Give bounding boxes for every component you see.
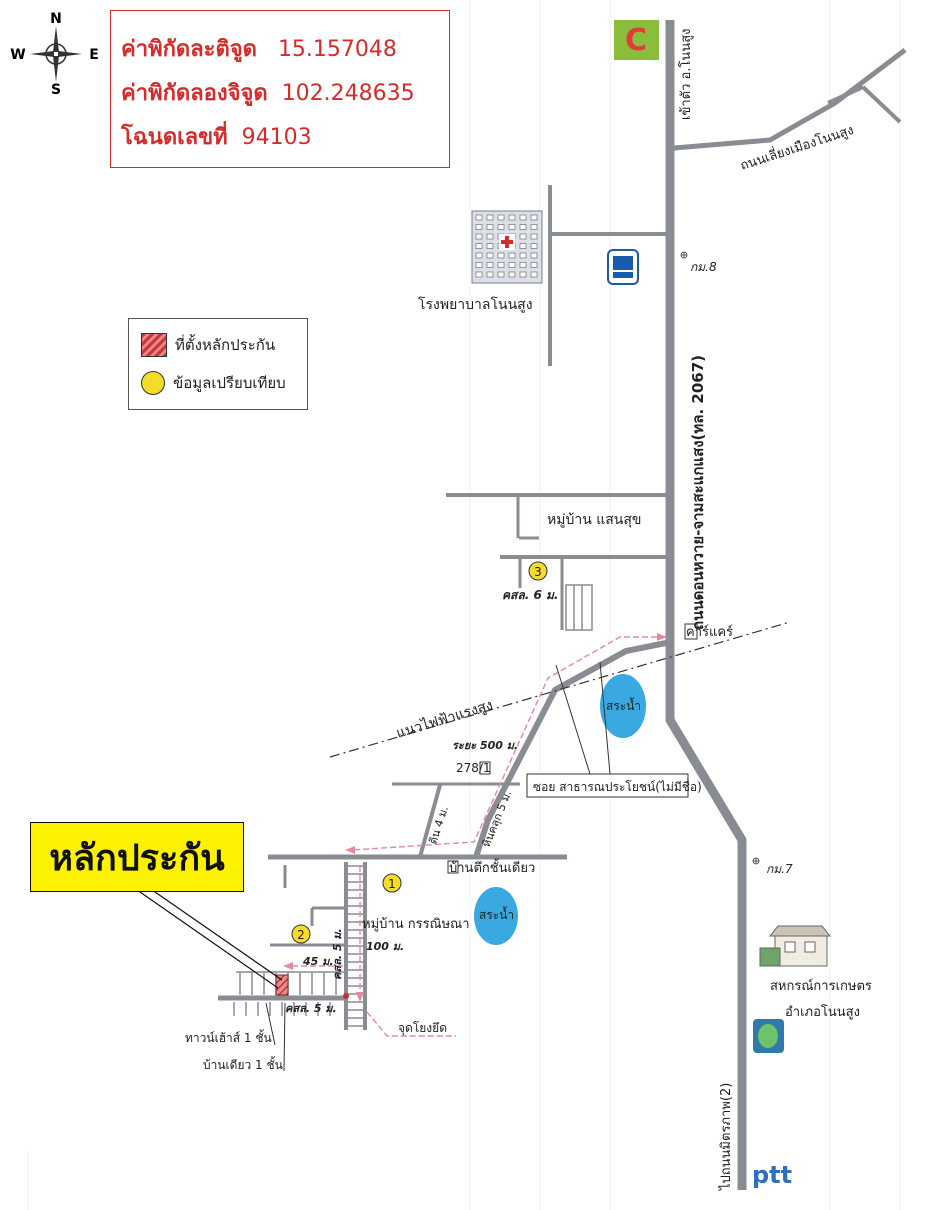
road-5m-vertical-label: คสล. 5 ม.: [331, 928, 344, 980]
latitude-label: ค่าพิกัดละติจูด: [121, 37, 257, 62]
comparable-3-number: 3: [534, 565, 542, 579]
deed-label: โฉนดเลขที่: [121, 125, 228, 150]
legend-collateral-label: ที่ตั้งหลักประกัน: [175, 336, 276, 354]
soi-label-box: [526, 661, 689, 798]
compass-n: N: [50, 11, 62, 27]
road-6m-label: คสล. 6 ม.: [502, 588, 558, 602]
coop-label-1: สหกรณ์การเกษตร: [770, 978, 872, 994]
route-arrows: [288, 636, 666, 1037]
comparable-markers[interactable]: [291, 561, 548, 944]
comparable-1-number: 1: [388, 877, 396, 891]
compass-w: W: [10, 47, 25, 63]
compass-e: E: [89, 47, 99, 63]
km-marker-icons: [680, 251, 760, 865]
distance-100-label: 100 ม.: [366, 940, 404, 953]
deed-value: 94103: [241, 125, 312, 150]
to-district-label: เข้าตัว อ.โนนสูง: [678, 29, 694, 120]
compass-rose: N S W E: [10, 11, 99, 96]
bypass-label: ถนนเลี่ยงเมืองโนนสูง: [738, 121, 856, 174]
legend: ที่ตั้งหลักประกัน ข้อมูลเปรียบเทียบ: [128, 318, 308, 410]
townhouse-label: ทาวน์เฮ้าส์ 1 ชั้น: [185, 1029, 272, 1045]
village-kannika-label: หมู่บ้าน กรรณิษณา: [362, 917, 470, 932]
saensuk-blocks: [565, 584, 593, 631]
legend-comparable-label: ข้อมูลเปรียบเทียบ: [173, 374, 286, 392]
single-house-top-label: บ้านตึกชั้นเดียว: [449, 858, 535, 876]
arrowheads: [283, 633, 667, 1002]
km8-label: กม.8: [690, 260, 717, 274]
legend-collateral: ที่ตั้งหลักประกัน: [141, 333, 275, 357]
ladder: [347, 865, 364, 1027]
latitude-value: 15.157048: [277, 37, 397, 62]
store-logo: C: [614, 20, 659, 60]
longitude-value: 102.248635: [281, 81, 415, 106]
hatched-square-icon: [141, 333, 167, 357]
soi-label: ซอย สาธารณประโยชน์(ไม่มีชื่อ): [533, 778, 702, 794]
coop-logo-icon: [753, 1019, 784, 1053]
longitude-label: ค่าพิกัดลองจิจูด: [121, 81, 268, 106]
deed-row: โฉนดเลขที่ 94103: [121, 119, 312, 154]
road-5m-horizontal-label: คสล. 5 ม.: [285, 1002, 337, 1015]
yellow-circle-icon: [141, 371, 165, 395]
house-278-label: 278/1: [456, 761, 491, 775]
hospital-icon: [471, 210, 543, 284]
bank-icon: [607, 249, 639, 285]
carcare-label: คาร์แคร์: [686, 624, 733, 640]
saensuk-label: หมู่บ้าน แสนสุข: [547, 512, 641, 528]
ptt-logo: ptt: [752, 1161, 792, 1189]
to-mittraphap-label: ไปถนนมิตรภาพ(2): [718, 1083, 734, 1191]
legend-comparable: ข้อมูลเปรียบเทียบ: [141, 371, 286, 395]
coop-building-icon: [759, 925, 832, 967]
soi-road: [473, 640, 667, 858]
powerline-label: แนวไฟฟ้าแรงสูง: [394, 696, 495, 741]
pond-top-label: สระน้ำ: [606, 697, 641, 713]
road-network: [218, 20, 907, 1190]
pond-bottom: [474, 887, 518, 945]
bypass-road: [673, 48, 907, 151]
compass-s: S: [51, 82, 61, 96]
reference-dot: [343, 993, 349, 999]
distance-500-label: ระยะ 500 ม.: [452, 739, 518, 752]
collateral-marker[interactable]: [275, 974, 289, 996]
paper-grid: [27, 0, 901, 1210]
single-house-label: บ้านเดียว 1 ชั้น: [203, 1056, 283, 1072]
collateral-callout: หลักประกัน: [30, 822, 244, 892]
distance-45-label: 45 ม.: [302, 955, 334, 968]
pond-bottom-label: สระน้ำ: [479, 906, 514, 922]
comparable-2-number: 2: [297, 928, 305, 942]
pond-top: [600, 674, 646, 738]
hospital-label: โรงพยาบาลโนนสูง: [418, 296, 533, 313]
latitude-row: ค่าพิกัดละติจูด 15.157048: [121, 31, 397, 66]
svg-text:C: C: [625, 23, 647, 58]
km7-label: กม.7: [766, 862, 793, 876]
main-road: [665, 20, 747, 1190]
main-road-label: ถนนดอนหวาย-จามสะแกแสง(ทล. 2067): [689, 355, 707, 630]
longitude-row: ค่าพิกัดลองจิจูด 102.248635: [121, 75, 415, 110]
house-pointer-lines: [265, 1002, 286, 1072]
reference-point-label: จุดโยงยึด: [398, 1021, 447, 1036]
coop-label-2: อำเภอโนนสูง: [785, 1004, 860, 1020]
coordinate-info-box: ค่าพิกัดละติจูด 15.157048 ค่าพิกัดลองจิจ…: [110, 10, 450, 168]
